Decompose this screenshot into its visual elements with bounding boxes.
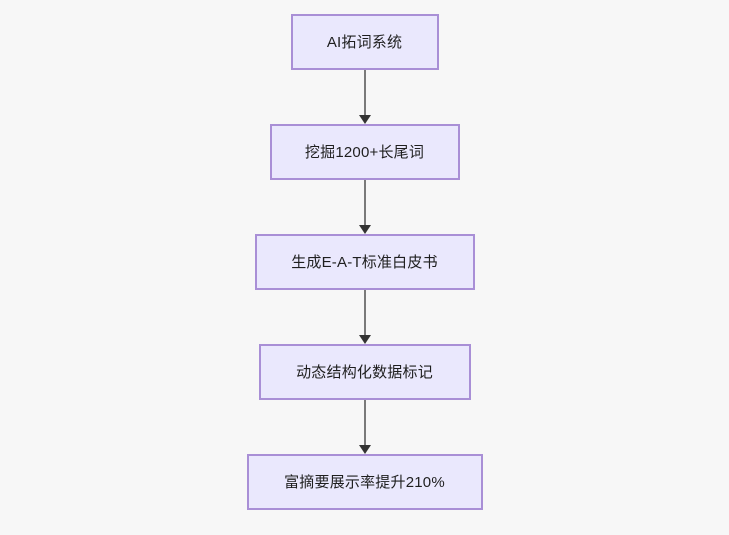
flow-node-label: 动态结构化数据标记 xyxy=(296,363,433,381)
flow-arrow-4 xyxy=(358,400,372,454)
arrow-line xyxy=(363,180,366,226)
arrow-head-icon xyxy=(358,335,371,344)
arrow-head-icon xyxy=(358,445,371,454)
arrow-head-icon xyxy=(358,225,371,234)
flow-node-label: 生成E-A-T标准白皮书 xyxy=(291,253,438,271)
flow-node-dynamic-structured-data-markup[interactable]: 动态结构化数据标记 xyxy=(258,344,471,400)
flow-node-generate-eat-whitepaper[interactable]: 生成E-A-T标准白皮书 xyxy=(254,234,475,290)
flow-node-label: AI拓词系统 xyxy=(326,33,403,51)
flowchart-node-column: AI拓词系统 挖掘1200+长尾词 生成E-A-T标准白皮书 动态结构化数据标记 xyxy=(246,14,483,510)
arrow-head-icon xyxy=(358,115,371,124)
arrow-line xyxy=(363,290,366,336)
flow-node-label: 挖掘1200+长尾词 xyxy=(304,143,425,161)
arrow-line xyxy=(363,400,366,446)
arrow-line xyxy=(363,70,366,116)
flow-arrow-1 xyxy=(358,70,372,124)
flow-node-mine-longtail-keywords[interactable]: 挖掘1200+长尾词 xyxy=(269,124,460,180)
flow-arrow-3 xyxy=(358,290,372,344)
flow-arrow-2 xyxy=(358,180,372,234)
flow-node-label: 富摘要展示率提升210% xyxy=(284,473,445,491)
flow-node-ai-keyword-system[interactable]: AI拓词系统 xyxy=(290,14,439,70)
flow-node-rich-snippet-impression-lift[interactable]: 富摘要展示率提升210% xyxy=(246,454,483,510)
